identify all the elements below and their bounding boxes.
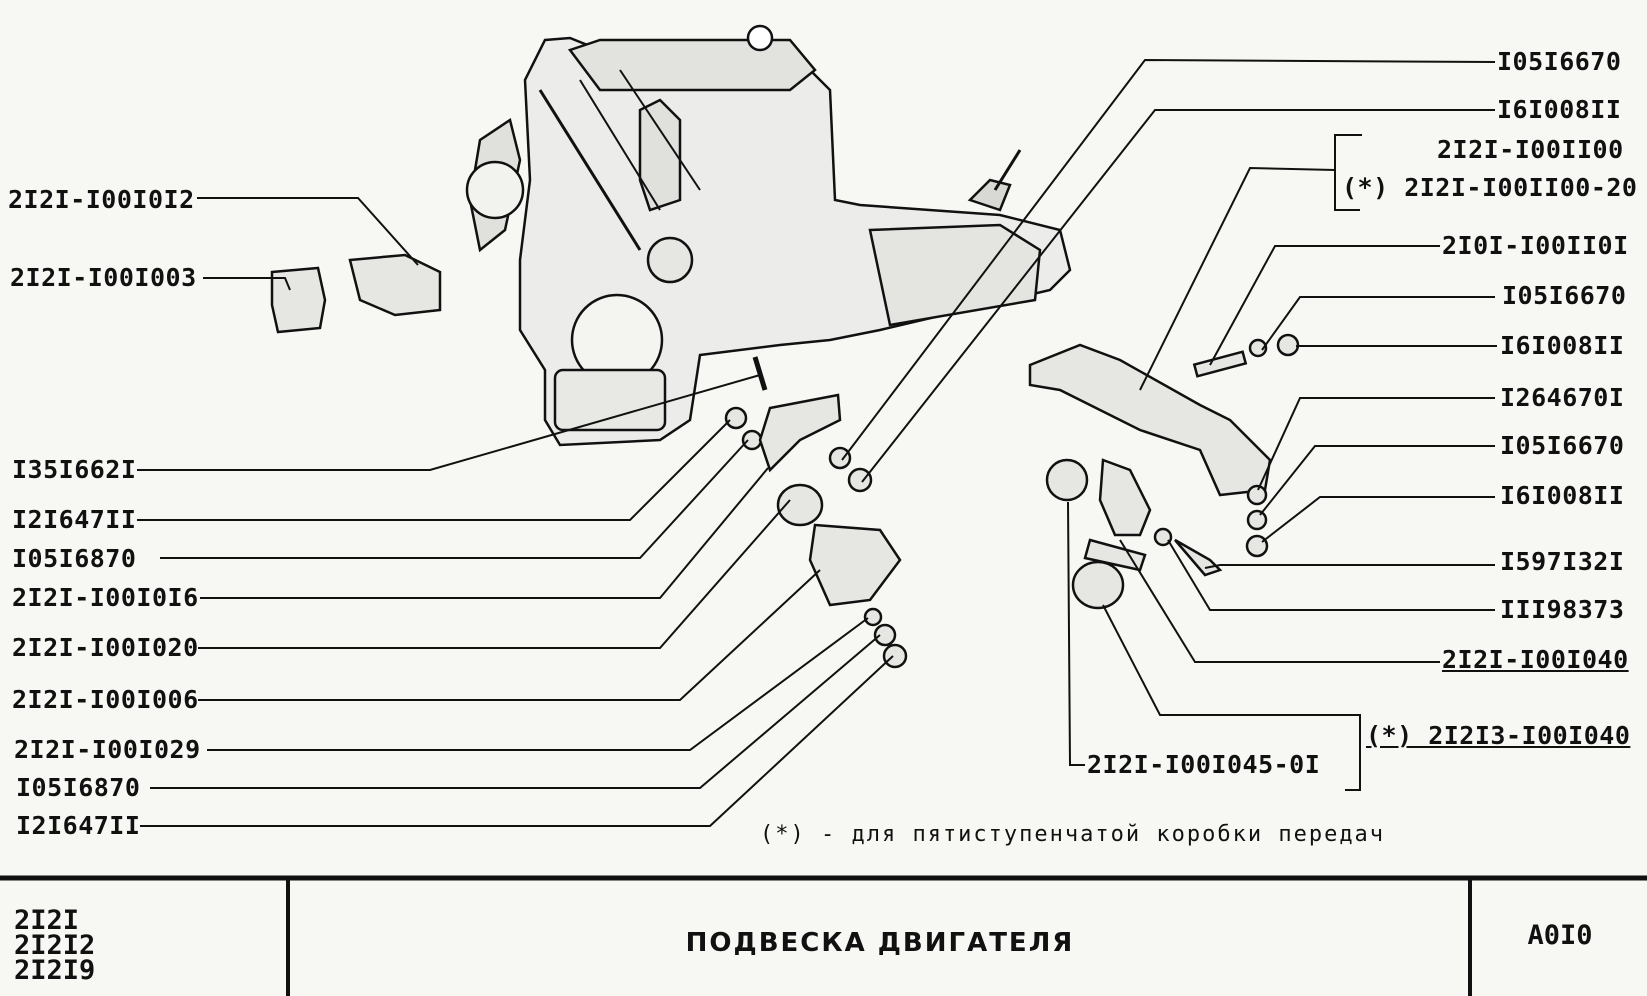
label-right-13: 2I2I-I00I040 — [1442, 645, 1629, 674]
label-right-4: (*) 2I2I-I00II00-20 — [1342, 173, 1638, 202]
label-left-8: 2I2I-I00I006 — [12, 685, 199, 714]
label-right-9: I05I6670 — [1500, 431, 1625, 460]
engine-drawing — [465, 24, 1072, 447]
exploded-parts-diagram — [137, 24, 1497, 827]
sheet-code: A0I0 — [1527, 920, 1593, 951]
model-list: 2I2I 2I2I2 2I2I9 — [14, 905, 96, 986]
label-right-5: 2I0I-I00II0I — [1442, 231, 1629, 260]
label-left-5: I05I6870 — [12, 544, 137, 573]
label-right-6: I05I6670 — [1502, 281, 1627, 310]
label-left-10: I05I6870 — [16, 773, 141, 802]
footnote: (*) - для пятиступенчатой коробки переда… — [760, 822, 1386, 847]
leader-lines — [137, 58, 1497, 827]
label-right-11: I597I32I — [1500, 547, 1625, 576]
label-right-3: 2I2I-I00II00 — [1437, 135, 1624, 164]
title-block-frame — [0, 875, 1647, 996]
label-left-9: 2I2I-I00I029 — [14, 735, 201, 764]
label-right-7: I6I008II — [1500, 331, 1625, 360]
model-1: 2I2I — [14, 905, 80, 936]
label-left-4: I2I647II — [12, 505, 137, 534]
parts-drawing — [270, 253, 1300, 669]
label-left-3: I35I662I — [12, 455, 137, 484]
sheet-title: ПОДВЕСКА ДВИГАТЕЛЯ — [685, 928, 1075, 958]
label-right-10: I6I008II — [1500, 481, 1625, 510]
label-left-7: 2I2I-I00I020 — [12, 633, 199, 662]
label-left-2: 2I2I-I00I003 — [10, 263, 197, 292]
label-right-2: I6I008II — [1497, 95, 1622, 124]
label-right-8: I264670I — [1500, 383, 1625, 412]
label-right-14: (*) 2I2I3-I00I040 — [1366, 721, 1631, 750]
model-2: 2I2I2 — [14, 930, 96, 961]
model-3: 2I2I9 — [14, 955, 96, 986]
label-right-1: I05I6670 — [1497, 47, 1622, 76]
label-left-11: I2I647II — [16, 811, 141, 840]
label-right-15: 2I2I-I00I045-0I — [1087, 750, 1321, 779]
label-left-6: 2I2I-I00I0I6 — [12, 583, 199, 612]
label-right-12: III98373 — [1500, 595, 1625, 624]
label-left-1: 2I2I-I00I0I2 — [8, 185, 195, 214]
